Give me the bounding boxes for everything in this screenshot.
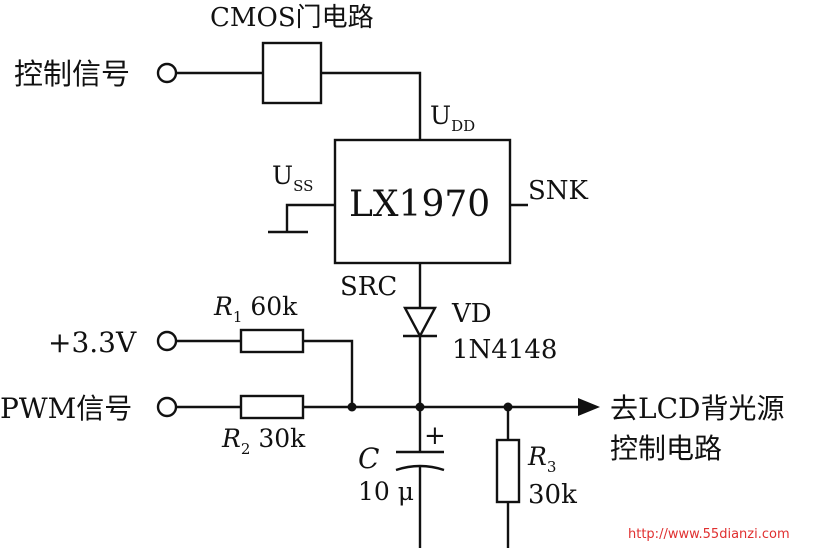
label-snk: SNK <box>528 176 589 206</box>
resistor-r2 <box>239 394 305 420</box>
label-control-signal: 控制信号 <box>14 57 130 91</box>
label-v33: +3.3V <box>48 326 137 359</box>
label-uss: USS <box>272 161 313 195</box>
label-vd-part: 1N4148 <box>452 335 557 365</box>
wire-cmos-to-udd <box>321 71 422 140</box>
label-output-line2: 控制电路 <box>610 432 722 465</box>
label-udd: UDD <box>430 101 475 135</box>
label-r3: R3 <box>527 442 556 476</box>
control-terminal <box>156 62 178 84</box>
cmos-gate <box>261 41 323 105</box>
label-cap-plus: + <box>424 421 446 451</box>
wire-uss-ground <box>285 203 335 232</box>
label-cap: C <box>358 442 379 475</box>
label-ic: LX1970 <box>349 184 490 225</box>
label-r3-value: 30k <box>528 480 577 510</box>
wire-r1-to-node <box>303 339 354 407</box>
junction-dot <box>347 402 357 412</box>
label-cap-value: 10 μ <box>358 477 414 506</box>
resistor-r3 <box>495 438 521 504</box>
label-pwm: PWM信号 <box>0 392 132 425</box>
watermark: http://www.55dianzi.com <box>628 527 790 542</box>
v33-terminal <box>156 330 178 352</box>
label-src: SRC <box>340 272 397 302</box>
label-cmos: CMOS门电路 <box>210 3 374 33</box>
label-vd: VD <box>451 299 492 329</box>
label-output-line1: 去LCD背光源 <box>610 392 784 425</box>
pwm-terminal <box>156 396 178 418</box>
resistor-r1 <box>239 328 305 354</box>
ic-lx1970 <box>333 138 512 265</box>
diode-vd <box>402 306 438 339</box>
output-arrow <box>578 398 600 416</box>
